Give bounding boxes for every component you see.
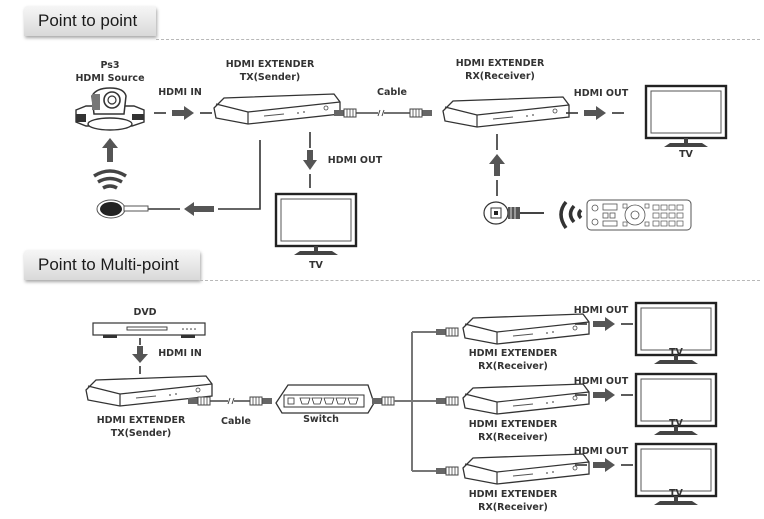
- dvd-player-icon: [92, 322, 206, 338]
- ethernet-plug-icon: [333, 108, 357, 118]
- cable-label: Cable: [377, 87, 407, 98]
- rx-label: HDMI EXTENDER RX(Receiver): [440, 57, 560, 83]
- arrow-icon: [102, 138, 118, 162]
- ir-receiver-icon: [483, 201, 544, 225]
- tv-label: TV: [669, 347, 683, 358]
- ethernet-plug-icon: [409, 108, 433, 118]
- hdmi-out-label: HDMI OUT: [573, 376, 629, 387]
- hdmi-in-label: HDMI IN: [158, 348, 202, 359]
- tx-label: HDMI EXTENDER TX(Sender): [86, 414, 196, 440]
- tv-label: TV: [669, 488, 683, 499]
- tx-label: HDMI EXTENDER TX(Sender): [210, 58, 330, 84]
- rx-label-line1: HDMI EXTENDER: [455, 58, 545, 69]
- arrow-icon: [184, 202, 214, 216]
- tx-label-line2: TX(Sender): [110, 428, 172, 439]
- network-switch-icon: [275, 384, 375, 414]
- source-label: Ps3 HDMI Source: [60, 59, 160, 85]
- section-tab-point-to-point: Point to point: [24, 6, 156, 36]
- cable-label: Cable: [221, 416, 251, 427]
- extender-box-icon: [213, 93, 341, 125]
- extender-box-icon: [462, 383, 590, 415]
- remote-control-icon: [586, 199, 692, 231]
- arrow-icon: [132, 338, 148, 374]
- ethernet-plug-icon: [435, 466, 459, 476]
- divider: [200, 280, 760, 281]
- camera-icon: [75, 87, 145, 131]
- wireless-signal-icon: [93, 169, 127, 190]
- hdmi-out-label: HDMI OUT: [573, 305, 629, 316]
- hdmi-out-label: HDMI OUT: [573, 88, 629, 99]
- rx-label: HDMI EXTENDER RX(Receiver): [458, 488, 568, 514]
- ethernet-plug-icon: [371, 396, 395, 406]
- section-title: Point to Multi-point: [38, 255, 179, 274]
- dvd-label: DVD: [133, 307, 157, 318]
- switch-label: Switch: [303, 414, 339, 425]
- ir-emitter-icon: [96, 199, 149, 219]
- rx-label-line1: HDMI EXTENDER: [468, 348, 558, 359]
- source-label-line2: HDMI Source: [75, 73, 145, 84]
- hdmi-in-label: HDMI IN: [158, 87, 202, 98]
- source-label-line1: Ps3: [100, 60, 120, 71]
- tv-label: TV: [309, 260, 323, 271]
- arrow-icon: [565, 105, 625, 121]
- divider: [156, 39, 760, 40]
- hdmi-out-label: HDMI OUT: [327, 155, 383, 166]
- rx-label-line2: RX(Receiver): [478, 432, 548, 443]
- ethernet-plug-icon: [435, 327, 459, 337]
- tx-label-line1: HDMI EXTENDER: [96, 415, 186, 426]
- section-title: Point to point: [38, 11, 138, 30]
- tx-label-line1: HDMI EXTENDER: [225, 59, 315, 70]
- extender-box-icon: [462, 453, 590, 485]
- arrow-icon: [303, 132, 317, 188]
- rx-label-line1: HDMI EXTENDER: [468, 489, 558, 500]
- rx-label: HDMI EXTENDER RX(Receiver): [458, 418, 568, 444]
- tx-label-line2: TX(Sender): [239, 72, 301, 83]
- rx-label-line2: RX(Receiver): [478, 502, 548, 513]
- extender-box-icon: [462, 313, 590, 345]
- rx-label: HDMI EXTENDER RX(Receiver): [458, 347, 568, 373]
- arrow-icon: [153, 105, 213, 121]
- tv-label: TV: [679, 149, 693, 160]
- ethernet-plug-icon: [249, 396, 273, 406]
- rx-label-line2: RX(Receiver): [465, 71, 535, 82]
- arrow-icon: [489, 134, 505, 196]
- rx-label-line2: RX(Receiver): [478, 361, 548, 372]
- wireless-signal-icon: [559, 200, 583, 230]
- rx-label-line1: HDMI EXTENDER: [468, 419, 558, 430]
- tv-icon: [644, 84, 728, 149]
- ethernet-plug-icon: [435, 396, 459, 406]
- tv-label: TV: [669, 418, 683, 429]
- extender-box-icon: [442, 96, 570, 128]
- hdmi-out-label: HDMI OUT: [573, 446, 629, 457]
- ethernet-plug-icon: [187, 396, 211, 406]
- section-tab-point-to-multipoint: Point to Multi-point: [24, 250, 200, 280]
- tv-icon: [274, 192, 358, 257]
